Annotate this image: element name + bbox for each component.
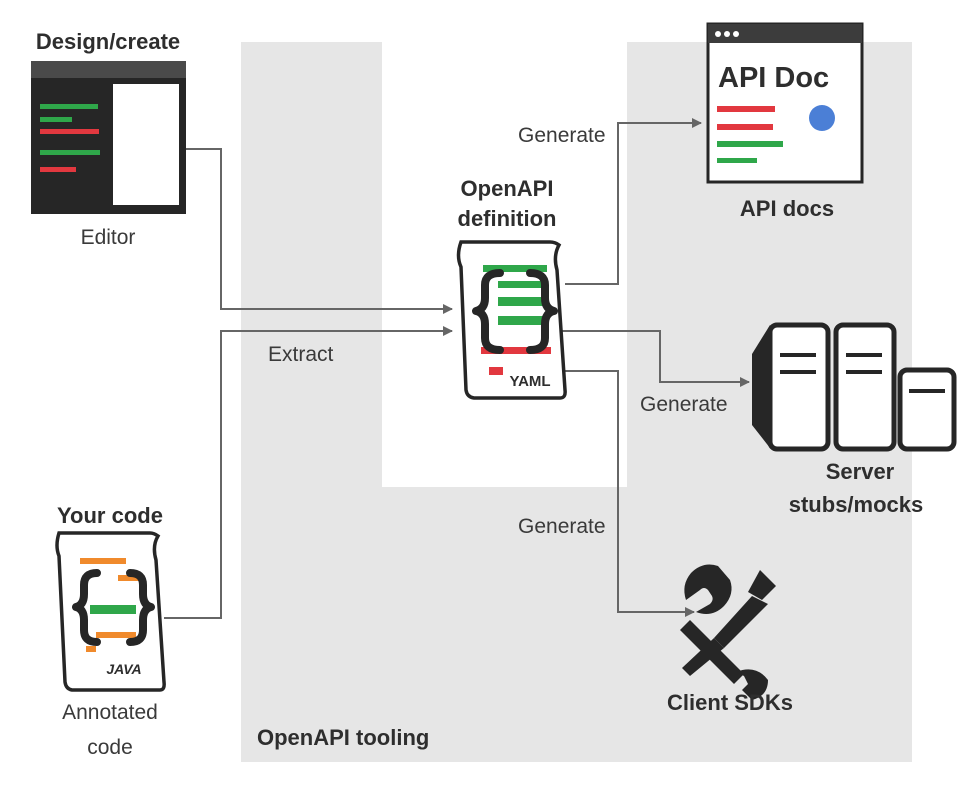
definition-to-sdk-arrow (556, 370, 695, 617)
your-code-caption-line1: Annotated (62, 701, 158, 724)
generate-docs-label: Generate (518, 124, 606, 147)
wrench-screwdriver-icon (680, 564, 776, 700)
java-file-icon: JAVA (55, 531, 166, 692)
yaml-file-icon: YAML (456, 240, 567, 400)
definition-to-server-arrow (553, 330, 750, 387)
window-dot (724, 31, 730, 37)
server-caption-line1: Server (826, 459, 895, 484)
editor-caption: Editor (81, 226, 136, 249)
generate-server-label: Generate (640, 393, 728, 416)
window-dot (733, 31, 739, 37)
yaml-file-label: YAML (509, 373, 550, 390)
tooling-region (241, 42, 912, 762)
generate-sdk-label: Generate (518, 515, 606, 538)
extract-label: Extract (268, 343, 334, 366)
server-caption-line2: stubs/mocks (789, 492, 924, 517)
definition-to-docs-arrow (565, 118, 702, 285)
editor-window-icon (31, 61, 186, 214)
client-sdks-caption: Client SDKs (667, 690, 793, 715)
api-docs-caption: API docs (740, 196, 834, 221)
editor-to-definition-arrow (186, 148, 453, 314)
definition-heading-line2: definition (458, 206, 557, 231)
tooling-label: OpenAPI tooling (257, 725, 429, 750)
code-to-definition-arrow (164, 326, 453, 619)
your-code-caption-line2: code (87, 736, 133, 759)
browser-window-icon: API Doc (706, 22, 864, 184)
java-file-label: JAVA (106, 661, 141, 677)
window-dot (715, 31, 721, 37)
api-doc-window-title: API Doc (718, 62, 829, 94)
editor-heading: Design/create (36, 29, 180, 54)
server-icon (752, 322, 957, 452)
definition-heading-line1: OpenAPI (461, 176, 554, 201)
your-code-heading: Your code (57, 503, 163, 528)
